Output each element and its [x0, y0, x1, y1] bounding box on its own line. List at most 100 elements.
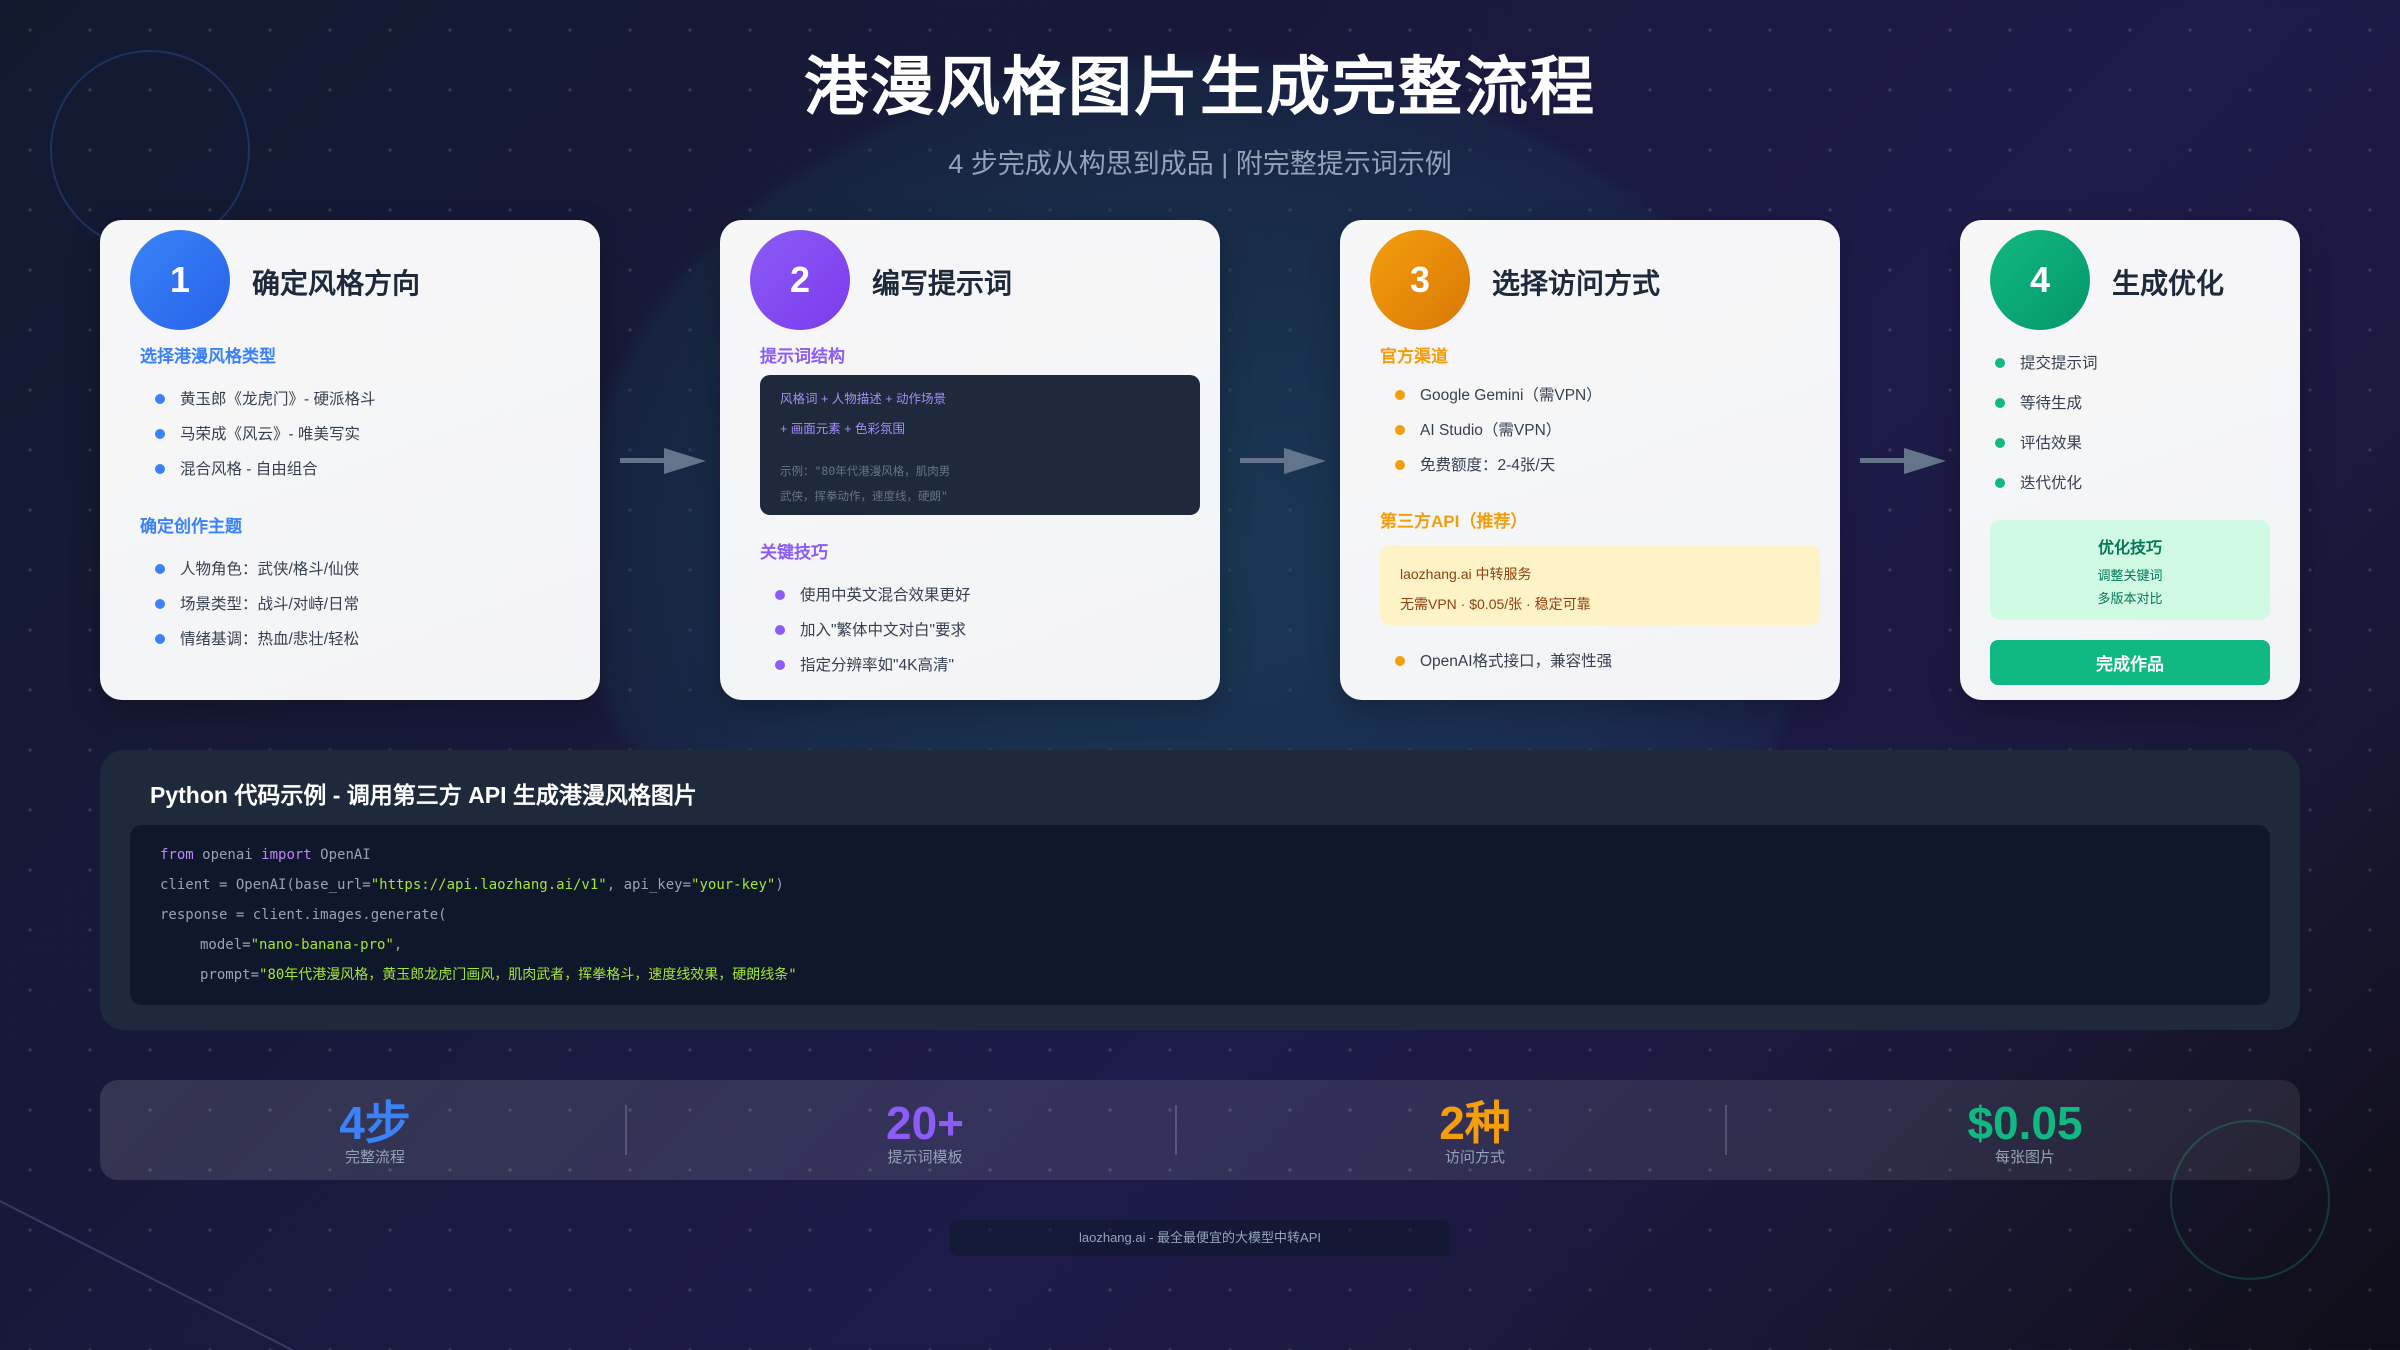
list-item: 指定分辨率如"4K高清"	[775, 656, 971, 691]
recommended-api-box: laozhang.ai 中转服务 无需VPN · $0.05/张 · 稳定可靠	[1380, 545, 1820, 625]
step-title: 生成优化	[2112, 268, 2225, 299]
code-string: "nano-banana-pro"	[250, 937, 394, 953]
official-channel-list: Google Gemini（需VPN） AI Studio（需VPN） 免费额度…	[1395, 386, 1602, 491]
bullet-dot-icon	[775, 590, 785, 600]
code-string: "https://api.laozhang.ai/v1"	[370, 877, 607, 893]
list-item: 迭代优化	[1995, 474, 2098, 514]
list-item: 使用中英文混合效果更好	[775, 586, 971, 621]
arrow-right-icon	[1860, 448, 1946, 474]
stat-value: 4步	[339, 1097, 411, 1149]
code-string: "your-key"	[691, 877, 776, 893]
bullet-dot-icon	[775, 660, 785, 670]
list-item: 提交提示词	[1995, 354, 2098, 394]
stat-steps: 4步 完整流程	[100, 1080, 650, 1180]
stat-label: 完整流程	[344, 1149, 405, 1166]
stat-divider	[625, 1105, 627, 1155]
stat-value: 20+	[885, 1097, 965, 1149]
tips-line: 调整关键词	[2097, 568, 2163, 583]
code-text: response = client.images.generate(	[160, 907, 447, 923]
stat-label: 每张图片	[1994, 1149, 2055, 1166]
bullet-dot-icon	[155, 564, 165, 574]
bullet-dot-icon	[155, 634, 165, 644]
list-item: 加入"繁体中文对白"要求	[775, 621, 971, 656]
footer-banner: laozhang.ai - 最全最便宜的大模型中转API	[950, 1220, 1450, 1256]
arrow-right-icon	[1240, 448, 1326, 474]
code-keyword: import	[261, 847, 312, 863]
decorative-circle-bottom-right	[2170, 1120, 2330, 1280]
stat-value: 2种	[1439, 1097, 1511, 1149]
header: 港漫风格图片生成完整流程 4 步完成从构思到成品 | 附完整提示词示例	[0, 36, 2400, 181]
code-text: client = OpenAI(base_url=	[160, 877, 371, 893]
tips-line: 多版本对比	[2097, 591, 2163, 606]
api-service-features: 无需VPN · $0.05/张 · 稳定可靠	[1400, 596, 1591, 612]
list-item: 评估效果	[1995, 434, 2098, 474]
code-line: model="nano-banana-pro",	[160, 933, 2240, 963]
style-type-list: 黄玉郎《龙虎门》- 硬派格斗 马荣成《风云》- 唯美写实 混合风格 - 自由组合	[155, 390, 375, 495]
stat-label: 访问方式	[1444, 1149, 1505, 1166]
list-item: 人物角色：武侠/格斗/仙侠	[155, 560, 359, 595]
list-item: 混合风格 - 自由组合	[155, 460, 375, 495]
code-example-panel: Python 代码示例 - 调用第三方 API 生成港漫风格图片 from op…	[100, 750, 2300, 1030]
bullet-dot-icon	[1395, 425, 1405, 435]
step-title: 选择访问方式	[1492, 268, 1661, 299]
code-line: from openai import OpenAI	[160, 843, 2240, 873]
api-service-name: laozhang.ai 中转服务	[1400, 566, 1532, 582]
code-text: prompt=	[200, 967, 260, 983]
code-text: , api_key=	[606, 877, 692, 893]
list-item: OpenAI格式接口，兼容性强	[1395, 652, 1612, 687]
list-item: 免费额度：2-4张/天	[1395, 456, 1602, 491]
stat-label: 提示词模板	[887, 1149, 963, 1166]
stat-divider	[1175, 1105, 1177, 1155]
step-header: 2 编写提示词	[750, 230, 1012, 330]
section-label-style-type: 选择港漫风格类型	[140, 347, 276, 366]
list-item: 黄玉郎《龙虎门》- 硬派格斗	[155, 390, 375, 425]
generation-steps-list: 提交提示词 等待生成 评估效果 迭代优化	[1995, 354, 2098, 514]
code-text: openai	[193, 847, 262, 863]
stat-value: $0.05	[1967, 1097, 2083, 1149]
step-number-badge: 4	[1990, 230, 2090, 330]
code-text: )	[775, 877, 784, 893]
section-label-theme: 确定创作主题	[140, 517, 242, 536]
section-label-prompt-structure: 提示词结构	[760, 347, 845, 366]
list-item: AI Studio（需VPN）	[1395, 421, 1602, 456]
arrow-right-icon	[620, 448, 706, 474]
bullet-dot-icon	[155, 464, 165, 474]
stat-price: $0.05 每张图片	[1750, 1080, 2300, 1180]
code-line: client = OpenAI(base_url="https://api.la…	[160, 873, 2240, 903]
prompt-example-line: 武侠，挥拳动作，速度线，硬朗"	[780, 489, 948, 503]
bullet-dot-icon	[155, 599, 165, 609]
step-card-3: 3 选择访问方式 官方渠道 Google Gemini（需VPN） AI Stu…	[1340, 220, 1840, 700]
step-number-badge: 3	[1370, 230, 1470, 330]
list-item: 场景类型：战斗/对峙/日常	[155, 595, 359, 630]
prompt-structure-line: + 画面元素 + 色彩氛围	[780, 422, 906, 436]
code-keyword: from	[160, 847, 194, 863]
prompt-structure-box: 风格词 + 人物描述 + 动作场景 + 画面元素 + 色彩氛围 示例："80年代…	[760, 375, 1200, 515]
bullet-dot-icon	[1395, 656, 1405, 666]
code-text: ,	[393, 937, 403, 953]
bullet-dot-icon	[1995, 398, 2005, 408]
step-title: 确定风格方向	[252, 268, 421, 299]
list-item: 等待生成	[1995, 394, 2098, 434]
step-number-badge: 2	[750, 230, 850, 330]
step-header: 1 确定风格方向	[130, 230, 420, 330]
code-text: model=	[200, 937, 251, 953]
code-line: response = client.images.generate(	[160, 903, 2240, 933]
list-item: 情绪基调：热血/悲壮/轻松	[155, 630, 359, 665]
prompt-example-line: 示例："80年代港漫风格，肌肉男	[780, 464, 951, 478]
step-number-badge: 1	[130, 230, 230, 330]
stat-templates: 20+ 提示词模板	[650, 1080, 1200, 1180]
step-card-4: 4 生成优化 提交提示词 等待生成 评估效果 迭代优化 优化技巧 调整关键词 多…	[1960, 220, 2300, 700]
bullet-dot-icon	[1995, 438, 2005, 448]
step-header: 3 选择访问方式	[1370, 230, 1660, 330]
bullet-dot-icon	[1395, 460, 1405, 470]
bullet-dot-icon	[1395, 390, 1405, 400]
stats-bar: 4步 完整流程 20+ 提示词模板 2种 访问方式 $0.05 每张图片	[100, 1080, 2300, 1180]
section-label-third-party: 第三方API（推荐）	[1380, 512, 1528, 531]
finish-work-button[interactable]: 完成作品	[1990, 640, 2270, 685]
section-label-key-tips: 关键技巧	[760, 543, 828, 562]
bullet-dot-icon	[1995, 478, 2005, 488]
step-card-1: 1 确定风格方向 选择港漫风格类型 黄玉郎《龙虎门》- 硬派格斗 马荣成《风云》…	[100, 220, 600, 700]
bullet-dot-icon	[155, 429, 165, 439]
section-label-official: 官方渠道	[1380, 347, 1448, 366]
